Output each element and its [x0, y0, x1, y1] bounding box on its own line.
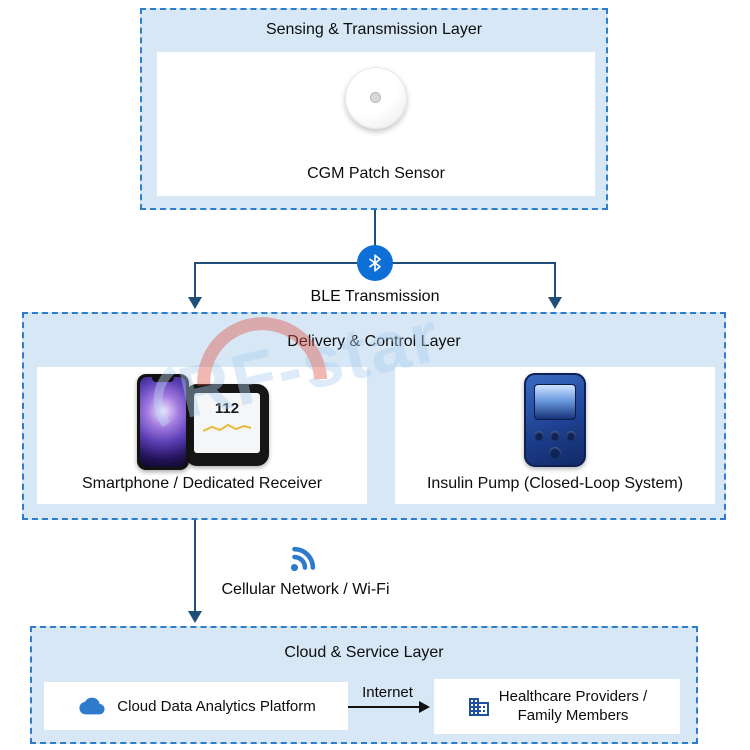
ble-connector-left-drop — [194, 262, 196, 298]
sensor-center-dot — [370, 92, 381, 103]
internet-label: Internet — [362, 684, 413, 701]
wifi-icon — [285, 535, 327, 577]
cellular-connector-line — [194, 520, 196, 612]
hospital-building-icon — [468, 697, 489, 716]
internet-arrow-line — [348, 706, 420, 708]
insulin-pump-buttons — [526, 431, 584, 441]
sensing-layer: Sensing & Transmission Layer CGM Patch S… — [140, 8, 608, 210]
dedicated-receiver-image: 112 — [185, 384, 269, 466]
cloud-analytics-card: Cloud Data Analytics Platform — [44, 682, 348, 730]
bluetooth-icon — [357, 245, 393, 281]
delivery-control-layer: Delivery & Control Layer 112 Smartphone … — [22, 312, 726, 520]
insulin-pump-label: Insulin Pump (Closed-Loop System) — [426, 475, 684, 492]
ble-arrowhead-left — [188, 297, 202, 309]
healthcare-label-line2: Family Members — [517, 706, 629, 724]
ble-connector-stem — [374, 210, 376, 263]
insulin-pump-image — [524, 373, 586, 467]
smartphone-image — [137, 374, 189, 470]
internet-arrowhead — [419, 701, 430, 713]
healthcare-providers-card: Healthcare Providers / Family Members — [434, 679, 680, 734]
wifi-glyph — [290, 546, 316, 572]
cellular-network-label: Cellular Network / Wi-Fi — [221, 581, 390, 598]
insulin-pump-card: Insulin Pump (Closed-Loop System) — [395, 367, 715, 504]
ble-transmission-label: BLE Transmission — [310, 288, 440, 305]
healthcare-label-line1: Healthcare Providers / — [498, 687, 648, 705]
smartphone-receiver-card: 112 Smartphone / Dedicated Receiver — [37, 367, 367, 504]
cgm-patch-sensor-image — [345, 67, 407, 129]
receiver-glucose-graph — [202, 423, 252, 432]
cellular-arrowhead — [188, 611, 202, 623]
smartphone-screen — [140, 377, 186, 467]
insulin-pump-main-button — [549, 447, 561, 459]
receiver-screen: 112 — [194, 393, 260, 453]
ble-arrowhead-right — [548, 297, 562, 309]
healthcare-providers-label: Healthcare Providers / Family Members — [499, 688, 647, 726]
ble-connector-right-drop — [554, 262, 556, 298]
smartphone-notch — [152, 377, 174, 382]
bluetooth-glyph — [369, 254, 381, 272]
delivery-layer-title: Delivery & Control Layer — [287, 333, 461, 350]
cloud-analytics-label: Cloud Data Analytics Platform — [117, 697, 316, 715]
cgm-sensor-label: CGM Patch Sensor — [307, 165, 445, 182]
insulin-pump-screen — [534, 384, 576, 420]
smartphone-receiver-label: Smartphone / Dedicated Receiver — [81, 475, 323, 492]
cloud-service-layer: Cloud & Service Layer Cloud Data Analyti… — [30, 626, 698, 744]
cloud-layer-title: Cloud & Service Layer — [284, 644, 444, 661]
cgm-sensor-card: CGM Patch Sensor — [157, 52, 595, 196]
receiver-glucose-value: 112 — [214, 400, 240, 417]
sensing-layer-title: Sensing & Transmission Layer — [265, 21, 483, 38]
cloud-icon — [79, 697, 105, 715]
